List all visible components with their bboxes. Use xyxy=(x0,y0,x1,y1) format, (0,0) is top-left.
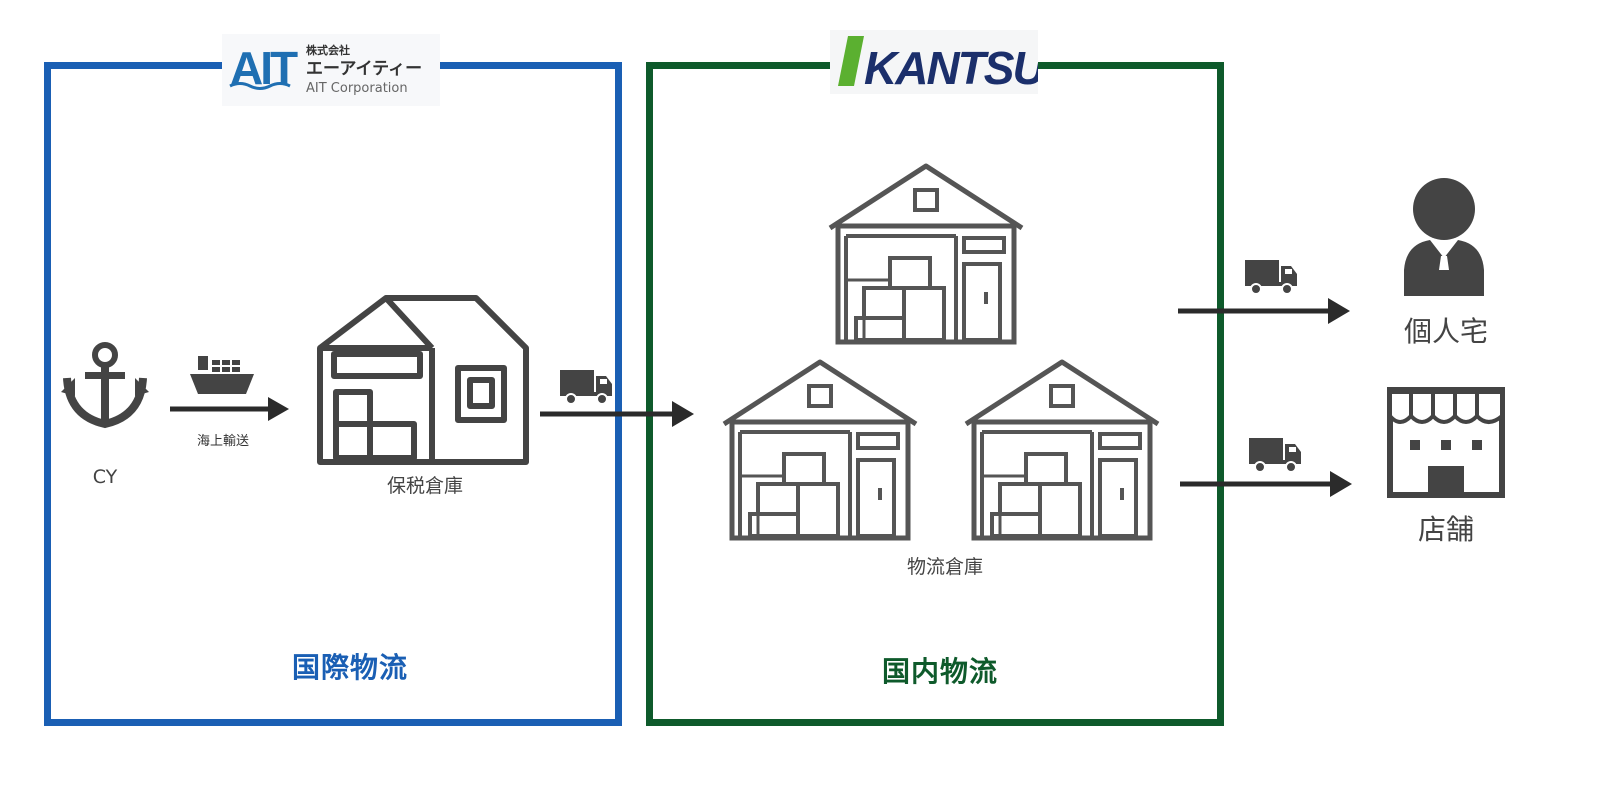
kantsu-wordmark: KANTSU xyxy=(864,42,1038,94)
store-icon xyxy=(1387,387,1505,498)
logistics-warehouse-label: 物流倉庫 xyxy=(906,556,983,578)
warehouse-icon xyxy=(966,362,1158,538)
ait-line1: 株式会社 xyxy=(306,43,350,57)
kantsu-logo: KANTSU xyxy=(830,30,1049,94)
ait-logo-mark: AIT 株式会社 エーアイティー AIT Corporation xyxy=(229,42,422,96)
warehouse-icon xyxy=(724,362,916,538)
bonded-warehouse-icon xyxy=(317,295,529,465)
ship-icon xyxy=(190,356,254,394)
domestic-logistics-title: 国内物流 xyxy=(881,655,998,688)
ait-logo: AIT 株式会社 エーアイティー AIT Corporation xyxy=(222,34,440,106)
truck-icon xyxy=(1248,437,1302,473)
cy-label: CY xyxy=(92,466,118,488)
ait-line2: エーアイティー xyxy=(306,59,422,79)
ait-line3: AIT Corporation xyxy=(306,81,408,96)
sea-transport-label: 海上輸送 xyxy=(196,434,249,449)
kantsu-logo-mark: KANTSU xyxy=(838,36,1049,94)
bonded-to-logistics-arrow xyxy=(540,401,694,427)
to-home-arrow xyxy=(1178,298,1350,324)
home-label: 個人宅 xyxy=(1403,315,1488,348)
international-logistics-title: 国際物流 xyxy=(291,651,408,684)
truck-icon xyxy=(1244,259,1298,295)
to-store-arrow xyxy=(1180,471,1352,497)
truck-icon xyxy=(559,369,613,405)
sea-transport-arrow xyxy=(170,397,289,421)
person-icon xyxy=(1404,178,1484,296)
anchor-icon xyxy=(61,342,149,429)
bonded-warehouse-label: 保税倉庫 xyxy=(386,475,463,497)
store-label: 店舗 xyxy=(1417,513,1474,546)
warehouse-icon xyxy=(830,166,1022,342)
